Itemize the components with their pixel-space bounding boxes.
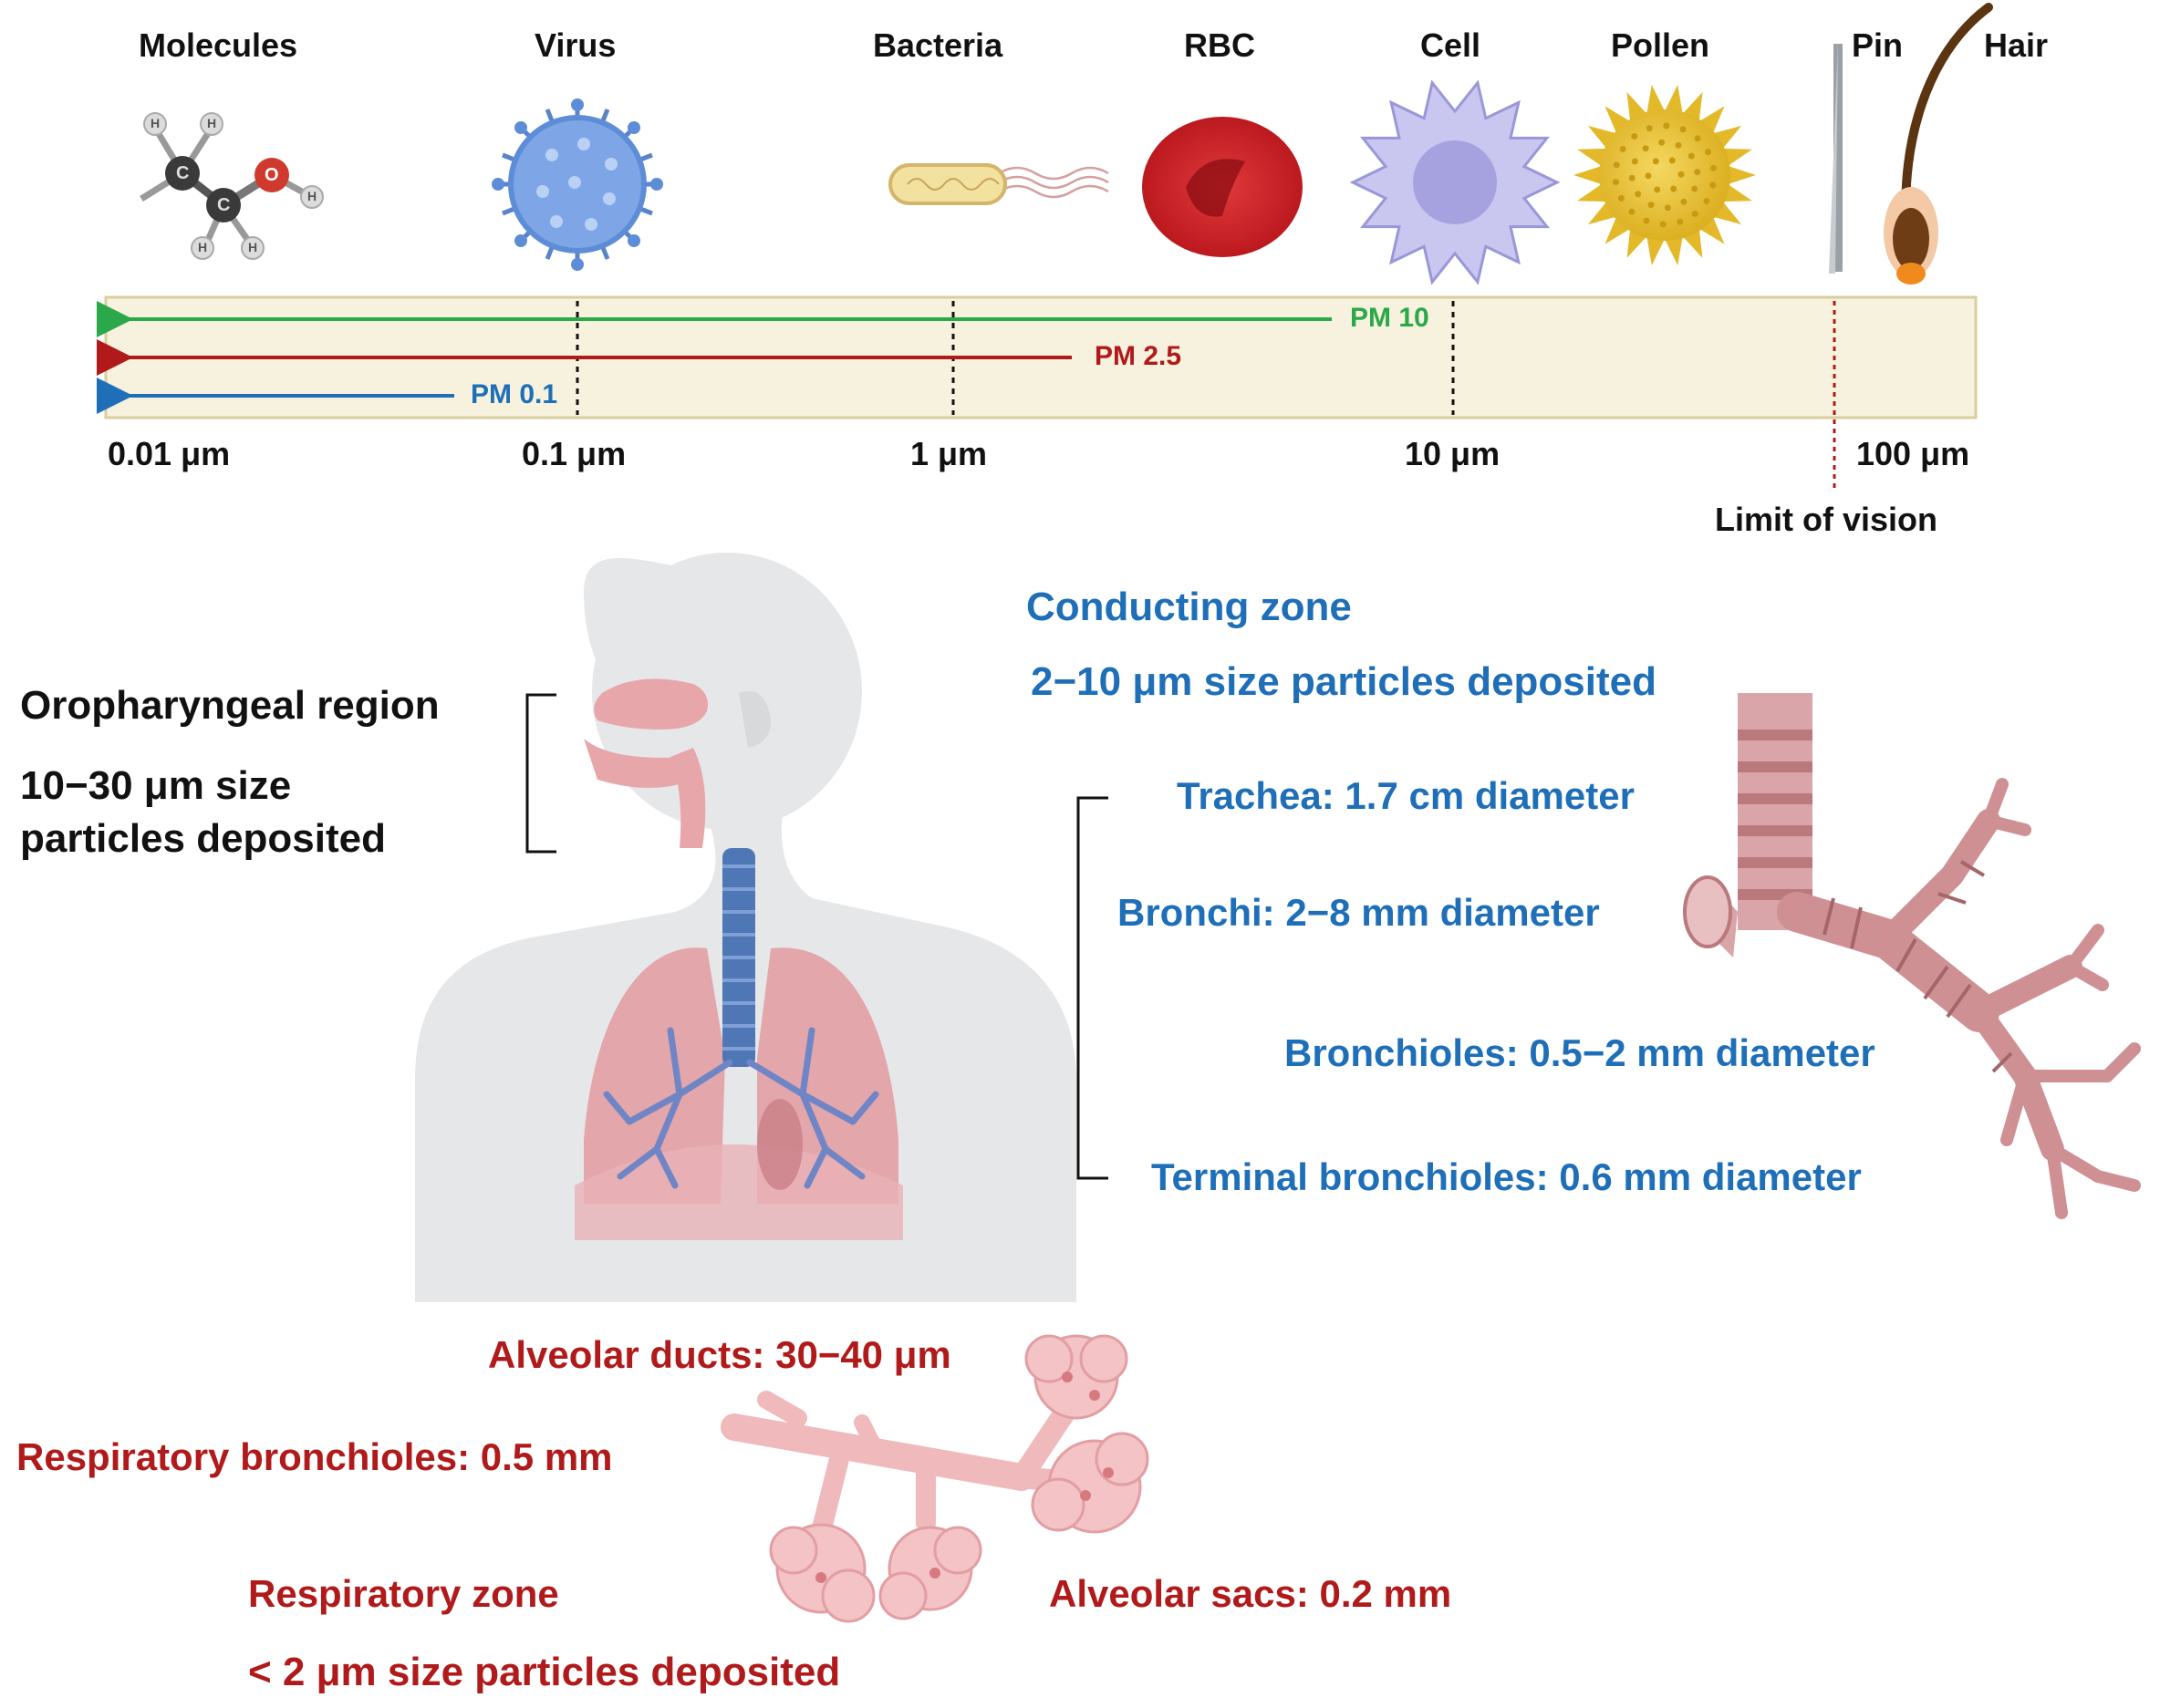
pollen-dot	[1631, 158, 1638, 165]
pollen-dot	[1691, 211, 1698, 217]
virus-icon	[492, 98, 663, 271]
pollen-dot	[1654, 186, 1661, 193]
pollen-dot	[1642, 145, 1649, 152]
oropharyngeal-title: Oropharyngeal region	[20, 683, 440, 728]
atom-label-o: O	[265, 165, 279, 185]
scale-tick-label: 10 μm	[1405, 435, 1501, 472]
respiratory-zone-subtitle: < 2 μm size particles deposited	[248, 1650, 841, 1694]
pollen-dot	[1646, 125, 1653, 132]
pollen-dot	[1691, 185, 1698, 192]
pollen-dot	[1647, 202, 1655, 209]
bronchial-tree-illustration	[1683, 693, 2141, 1219]
terminal-bronchioles-label: Terminal bronchioles: 0.6 mm diameter	[1151, 1155, 1862, 1198]
molecule-icon	[140, 112, 324, 260]
particle-label-hair: Hair	[1984, 26, 2049, 64]
pollen-dot	[1659, 221, 1667, 228]
pollen-dot	[1677, 218, 1684, 225]
bacteria-icon	[888, 163, 1109, 205]
pollen-dot	[1613, 179, 1619, 186]
pollen-dot	[1688, 152, 1695, 160]
alveolar-ducts-label: Alveolar ducts: 30−40 μm	[488, 1333, 951, 1376]
bronchi-label: Bronchi: 2−8 mm diameter	[1117, 891, 1600, 934]
hair-icon	[1884, 3, 1993, 285]
atom-label-h: H	[248, 240, 258, 254]
pollen-dot	[1668, 157, 1676, 164]
pollen-dot	[1677, 171, 1685, 178]
particle-label-cell: Cell	[1420, 26, 1481, 64]
atom-label-h: H	[307, 189, 317, 203]
pollen-dot	[1619, 146, 1626, 152]
pollen-dot	[1705, 149, 1712, 156]
pm01-label: PM 0.1	[471, 379, 558, 409]
pollen-dot	[1631, 133, 1638, 140]
particle-label-rbc: RBC	[1184, 26, 1255, 64]
pollen-icon	[1573, 85, 1756, 265]
pollen-dot	[1658, 139, 1666, 146]
limit-of-vision-label: Limit of vision	[1715, 501, 1938, 538]
pollen-dot	[1613, 161, 1620, 169]
conducting-zone-title: Conducting zone	[1026, 585, 1352, 629]
pollen-dot	[1652, 158, 1659, 165]
particle-label-pollen: Pollen	[1611, 26, 1710, 64]
red-blood-cell-icon	[1142, 117, 1303, 257]
particle-label-virus: Virus	[535, 26, 617, 64]
scale-tick-label: 0.1 μm	[522, 435, 627, 472]
atom-label-c: C	[176, 163, 190, 183]
pollen-dot	[1645, 172, 1652, 180]
respiratory-zone-title: Respiratory zone	[248, 1572, 559, 1615]
respiratory-bronchioles-label: Respiratory bronchioles: 0.5 mm	[16, 1435, 613, 1478]
pollen-dot	[1703, 198, 1710, 204]
alveoli-illustration	[721, 1334, 1149, 1623]
bronchioles-label: Bronchioles: 0.5−2 mm diameter	[1284, 1031, 1875, 1074]
pollen-dot	[1709, 181, 1717, 189]
pollen-dot	[1664, 204, 1671, 212]
human-body-illustration	[415, 553, 1076, 1302]
particle-label-pin: Pin	[1852, 26, 1904, 64]
conducting-bracket	[1076, 796, 1108, 1180]
particle-label-bacteria: Bacteria	[873, 26, 1003, 64]
pollen-dot	[1628, 174, 1636, 181]
pm25-label: PM 2.5	[1095, 341, 1182, 371]
pollen-dot	[1628, 208, 1636, 215]
alveolar-sacs-label: Alveolar sacs: 0.2 mm	[1049, 1572, 1452, 1615]
size-scale	[97, 295, 1978, 488]
pollen-dot	[1679, 126, 1687, 133]
atom-label-c: C	[217, 195, 231, 215]
oropharyngeal-size: 10−30 μm size	[20, 763, 292, 808]
pollen-dot	[1694, 169, 1701, 176]
cell-icon	[1349, 79, 1561, 285]
pollen-dot	[1670, 185, 1677, 192]
scale-tick-label: 100 μm	[1856, 435, 1970, 472]
pollen-dot	[1643, 217, 1650, 224]
pollen-dot	[1710, 164, 1717, 171]
pollen-dot	[1694, 135, 1701, 142]
pollen-dot	[1680, 198, 1688, 205]
oropharyngeal-deposited: particles deposited	[20, 816, 387, 861]
atom-label-h: H	[198, 240, 208, 254]
scale-tick-label: 1 μm	[910, 435, 988, 472]
pollen-dot	[1663, 122, 1670, 129]
pm10-label: PM 10	[1350, 303, 1429, 333]
scale-tick-label: 0.01 μm	[108, 435, 231, 472]
atom-label-h: H	[207, 116, 217, 130]
trachea-label: Trachea: 1.7 cm diameter	[1177, 774, 1635, 817]
pollen-dot	[1617, 194, 1625, 202]
oropharyngeal-bracket	[525, 693, 556, 854]
atom-label-h: H	[151, 116, 161, 130]
particle-label-molecules: Molecules	[139, 26, 298, 64]
pollen-dot	[1675, 141, 1682, 149]
pollen-dot	[1635, 191, 1642, 198]
pin-icon	[1829, 41, 1843, 274]
conducting-zone-subtitle: 2−10 μm size particles deposited	[1031, 659, 1656, 704]
